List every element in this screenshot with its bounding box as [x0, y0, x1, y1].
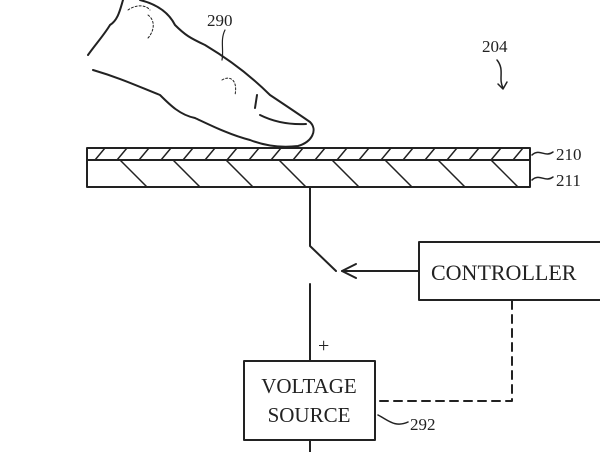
hatch-line — [225, 160, 254, 187]
hatch-line — [437, 160, 466, 187]
hatch-line — [490, 148, 502, 160]
hatch-line — [384, 160, 413, 187]
hatch-line — [204, 148, 216, 160]
label-211: 211 — [556, 171, 581, 190]
hatch-line — [94, 148, 106, 160]
control-arrow — [341, 263, 420, 279]
hatch-line — [358, 148, 370, 160]
label-210: 210 — [556, 145, 582, 164]
hatch-line — [380, 148, 392, 160]
hatch-line — [270, 148, 282, 160]
controller-box — [418, 241, 600, 301]
hatch-line — [424, 148, 436, 160]
hatch-line — [336, 148, 348, 160]
dashed-control-link — [376, 300, 513, 402]
layer-211 — [86, 159, 531, 188]
label-292: 292 — [410, 415, 436, 434]
voltage-label-line1: VOLTAGE — [261, 374, 357, 398]
finger-drawing — [87, 0, 315, 148]
hatch-line — [446, 148, 458, 160]
hatch-line — [314, 148, 326, 160]
layer-210 — [86, 147, 531, 161]
hatch-line — [292, 148, 304, 160]
hatch-line — [278, 160, 307, 187]
hatch-line — [172, 160, 201, 187]
label-204: 204 — [482, 37, 508, 56]
voltage-label-line2: SOURCE — [268, 403, 351, 427]
hatch-line — [138, 148, 150, 160]
plus-sign: + — [318, 335, 329, 357]
switch — [309, 186, 337, 362]
hatch-line — [468, 148, 480, 160]
hatch-line — [119, 160, 148, 187]
hatch-line — [512, 148, 524, 160]
hatch-line — [116, 148, 128, 160]
hatch-line — [248, 148, 260, 160]
hatch-line — [402, 148, 414, 160]
hatch-line — [160, 148, 172, 160]
hatch-line — [490, 160, 519, 187]
hatch-line — [331, 160, 360, 187]
controller-label: CONTROLLER — [431, 260, 577, 285]
hatch-line — [226, 148, 238, 160]
hatch-line — [182, 148, 194, 160]
voltage-source-box — [243, 360, 376, 441]
label-290: 290 — [207, 11, 233, 30]
